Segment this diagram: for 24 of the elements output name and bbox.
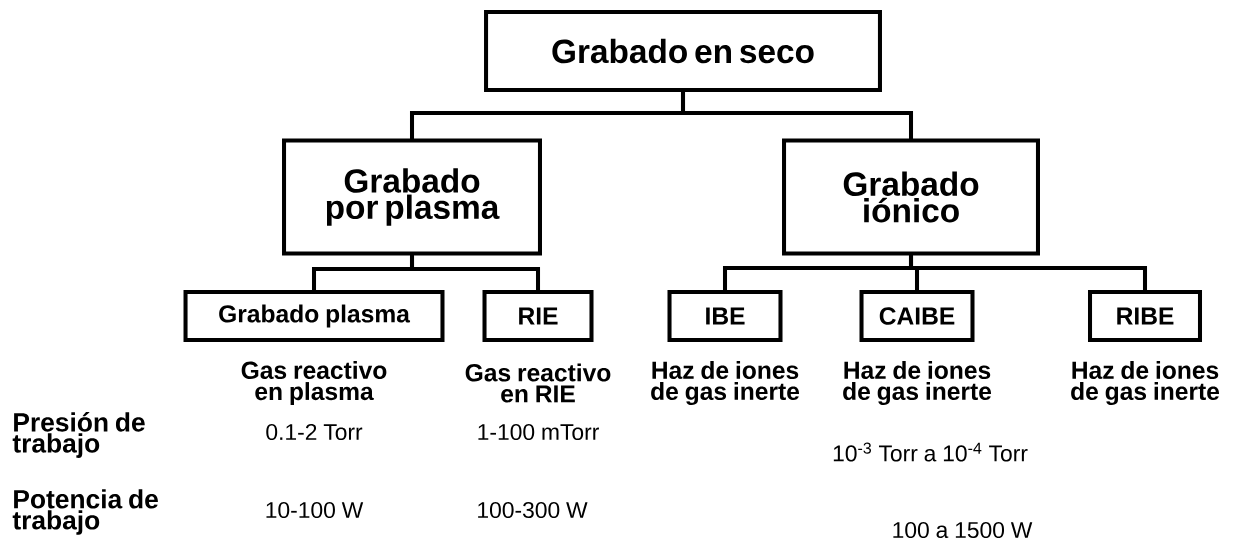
row-heading: Potencia de trabajo [12,489,158,535]
value-text: 100 a 1500 W [893,521,1033,539]
category-box: RIE [482,290,594,342]
value-text: 0.1-2 Torr [266,423,363,441]
node-caption: Gas reactivo en RIE [465,363,611,403]
category-box: Grabado en seco [484,10,882,92]
value-text: 100-300 W [478,501,588,519]
category-box: CAIBE [859,290,975,342]
category-box: Grabado plasma [183,290,445,342]
connector-line [410,253,541,292]
category-box: IBE [667,290,783,342]
node-caption: Gas reactivo en plasma [241,361,387,405]
connector-line [909,253,1147,292]
category-box: Grabado iónico [782,138,1040,256]
node-caption: Haz de iones de gas inerte [843,360,992,406]
category-box: Grabado por plasma [282,138,542,256]
value-text: 1-100 mTorr [478,423,599,441]
connector-line [681,90,914,141]
value-text: 10-100 W [266,501,364,519]
value-text: 10$^{-3}$ Torr a 10$^{-4}$ Torr [833,442,1028,462]
node-caption: Haz de iones de gas inerte [651,360,800,406]
category-box: RIBE [1088,290,1202,342]
row-heading: Presión de trabajo [12,412,145,458]
node-caption: Haz de iones de gas inerte [1071,360,1220,406]
